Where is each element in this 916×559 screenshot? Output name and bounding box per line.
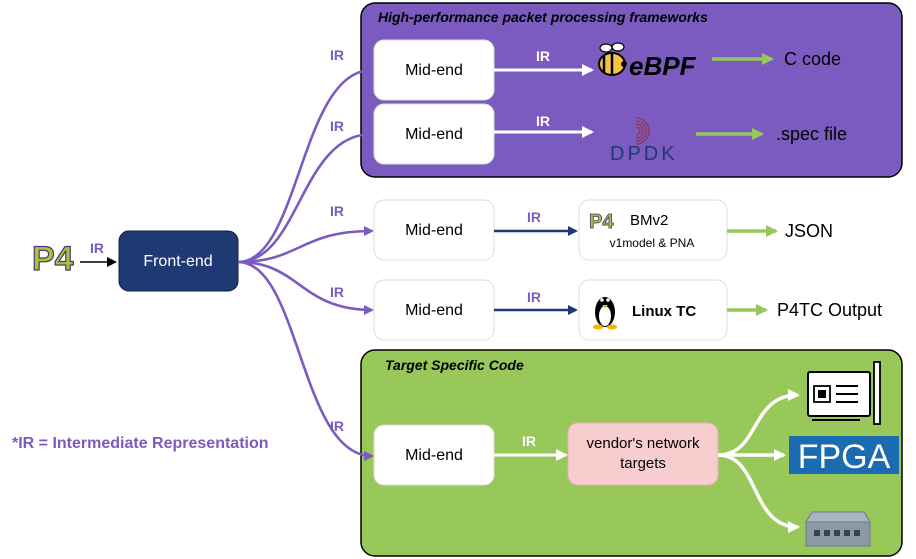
mid-end-label-2: Mid-end [405,126,463,143]
branch-ir-label-3: IR [330,203,344,219]
dpdk-swirl-icon [635,117,650,145]
bmv2-sublabel: v1model & PNA [610,236,695,250]
ir-arrow-label-1: IR [536,48,550,64]
target-specific-group-title: Target Specific Code [385,357,524,373]
mid-end-label-3: Mid-end [405,222,463,239]
fpga-label: FPGA [798,438,891,476]
bmv2-p4-icon: P4 [589,211,614,233]
branch-curve-5 [237,260,374,461]
bmv2-label: BMv2 [630,212,668,229]
mid-end-label-4: Mid-end [405,302,463,319]
branch-curve-1 [237,65,374,264]
high-perf-group-title: High-performance packet processing frame… [378,9,708,25]
branch-ir-label-5: IR [330,418,344,434]
front-end-label: Front-end [143,253,212,270]
branch-ir-label-4: IR [330,284,344,300]
hw-arrow-smartnic [717,389,800,457]
branch-curve-4 [237,260,374,315]
ebpf-bee-icon [598,42,627,76]
output-label-spec-file: .spec file [776,124,847,144]
branch-curve-3 [237,226,374,264]
dpdk-logo: DPDK [610,117,678,165]
fpga-badge [789,436,899,474]
smartnic-card-icon [807,361,881,425]
tux-penguin-icon [593,297,617,330]
mid-end-box-2 [373,103,495,165]
vendor-targets-label-line1: vendor's network [587,435,700,452]
dpdk-logo-text: DPDK [610,143,678,165]
ir-arrow-label-2: IR [536,113,550,129]
ebpf-logo: eBPF [598,42,697,81]
p4-logo: P4 [31,239,74,278]
network-switch-icon [805,511,871,547]
ebpf-logo-text: eBPF [629,51,697,81]
mid-end-label-5: Mid-end [405,447,463,464]
branch-ir-label-1: IR [330,47,344,63]
p4-logo-text: P4 [32,240,74,278]
ir-footnote: *IR = Intermediate Representation [12,435,269,452]
hw-arrow-switch [717,453,800,533]
ir-arrow-label-3: IR [527,209,541,225]
ir-arrow-label-4: IR [527,289,541,305]
output-label-p4tc: P4TC Output [777,300,882,320]
vendor-targets-label-line2: targets [620,455,666,472]
branch-ir-label-2: IR [330,118,344,134]
ir-arrow-label-5: IR [522,433,536,449]
input-ir-label: IR [90,240,104,256]
branch-curve-2 [237,129,374,264]
output-label-json: JSON [785,221,833,241]
mid-end-label-1: Mid-end [405,62,463,79]
linux-tc-label: Linux TC [632,303,696,320]
output-label-c-code: C code [784,49,841,69]
vendor-targets-box [567,422,719,486]
